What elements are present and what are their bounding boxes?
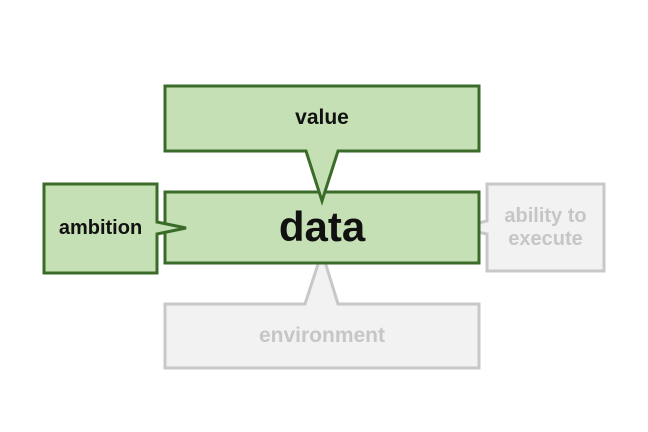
- ambition-box: [42, 182, 187, 275]
- ambition-label: ambition: [58, 217, 143, 239]
- ability-label: ability to execute: [504, 204, 587, 250]
- environment-box: [163, 247, 481, 370]
- value-box: [163, 84, 481, 206]
- ability-box: [457, 182, 606, 273]
- value-label: value: [295, 106, 349, 130]
- data-label: data: [278, 203, 366, 251]
- environment-label: environment: [258, 323, 386, 347]
